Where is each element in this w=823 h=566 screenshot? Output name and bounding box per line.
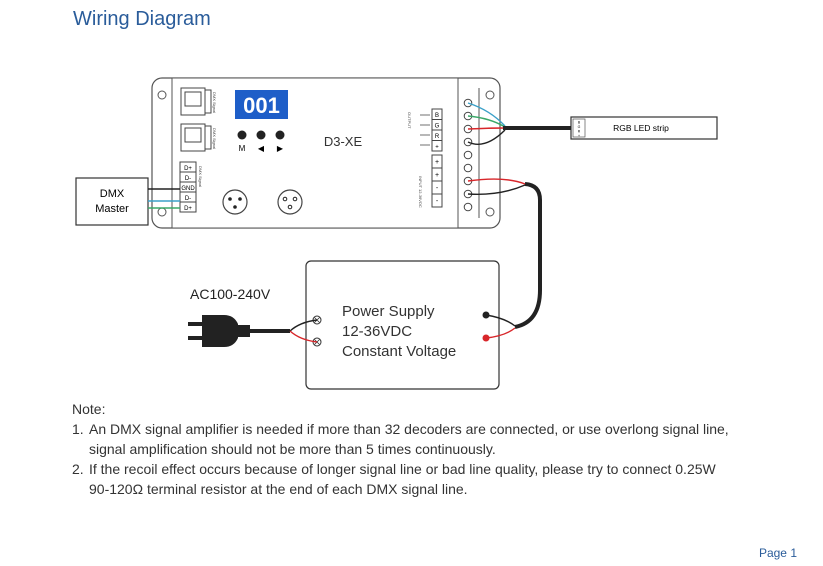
notes-section: Note: 1. An DMX signal amplifier is need… <box>72 399 752 499</box>
input-label: INPUT 12-36VDC <box>418 176 423 208</box>
rj45-port-2: DMX Signal <box>180 123 217 152</box>
note-item-2: 2. If the recoil effect occurs because o… <box>72 459 752 499</box>
strip-pin-g: G <box>578 125 581 129</box>
strip-pin-b: B <box>578 121 581 125</box>
led-strip-label: RGB LED strip <box>613 123 669 133</box>
dc-power-wires <box>467 178 542 339</box>
dmx-master: DMX Master <box>75 177 149 226</box>
display-value: 001 <box>243 93 280 118</box>
output-terminal-g: G <box>435 124 440 130</box>
dmx-master-line2: Master <box>95 203 129 215</box>
button-right-label: ▶ <box>277 144 284 153</box>
dmx-terminal-4: D- <box>185 196 191 202</box>
dmx-terminal-3: GND <box>181 186 195 192</box>
output-wires <box>467 102 571 145</box>
page-title: Wiring Diagram <box>73 8 211 30</box>
note-num-1: 1. <box>72 421 84 437</box>
notes-heading: Note: <box>72 401 106 417</box>
dmx-terminal-1: D+ <box>184 166 192 172</box>
rj45-label-1: DMX Signal <box>212 92 217 113</box>
output-terminal-plus: + <box>435 145 439 151</box>
button-right[interactable] <box>275 130 285 140</box>
dmx-wires <box>148 188 180 209</box>
rj45-port-1: DMX Signal <box>180 87 217 116</box>
strip-pin-plus: + <box>578 134 580 138</box>
control-buttons: M ◀ ▶ <box>237 130 285 153</box>
led-display: 001 <box>235 90 288 119</box>
input-terminal-block: INPUT 12-36VDC + + - - <box>418 154 443 208</box>
dmx-terminal-2: D- <box>185 176 191 182</box>
note-2-line1: If the recoil effect occurs because of l… <box>89 461 716 477</box>
psu-line3: Constant Voltage <box>342 343 456 360</box>
output-terminal-b: B <box>435 113 439 119</box>
output-terminal-block: OUTPUT B G R + <box>407 108 443 152</box>
rj45-label-2: DMX Signal <box>212 128 217 149</box>
dmx-terminal-5: D+ <box>184 206 192 212</box>
button-left-label: ◀ <box>258 144 265 153</box>
input-terminal-4: - <box>436 198 439 205</box>
button-m[interactable] <box>237 130 247 140</box>
output-terminal-r: R <box>435 134 440 140</box>
ac-plug: AC100-240V <box>188 286 318 347</box>
note-2-line2: 90-120Ω terminal resistor at the end of … <box>89 481 468 497</box>
input-terminal-2: + <box>435 172 439 179</box>
power-supply: Power Supply 12-36VDC Constant Voltage <box>305 260 500 390</box>
input-terminal-1: + <box>435 159 439 166</box>
ac-label: AC100-240V <box>190 286 271 302</box>
note-1-line1: An DMX signal amplifier is needed if mor… <box>89 421 729 437</box>
model-name: D3-XE <box>324 134 363 149</box>
dmx-side-label: DMX Signal <box>198 166 203 187</box>
psu-line2: 12-36VDC <box>342 323 412 340</box>
dmx-terminal-block: D+ D- GND D- D+ DMX Signal <box>179 161 203 213</box>
note-num-2: 2. <box>72 461 84 477</box>
note-1-line2: signal amplification should not be more … <box>89 441 496 457</box>
button-m-label: M <box>239 144 246 153</box>
rgb-led-strip: B G R + RGB LED strip <box>570 116 718 140</box>
note-item-1: 1. An DMX signal amplifier is needed if … <box>72 419 752 459</box>
xlr-connector-male <box>222 189 248 215</box>
strip-pin-r: R <box>578 130 581 134</box>
page-number: Page 1 <box>758 546 797 560</box>
input-terminal-3: - <box>436 185 439 192</box>
wiring-diagram: DMX Signal DMX Signal D+ D- GND D- D+ DM… <box>75 77 718 390</box>
psu-line1: Power Supply <box>342 303 435 320</box>
button-left[interactable] <box>256 130 266 140</box>
dmx-master-line1: DMX <box>100 188 125 200</box>
output-label: OUTPUT <box>407 112 412 129</box>
xlr-connector-female <box>277 189 303 215</box>
